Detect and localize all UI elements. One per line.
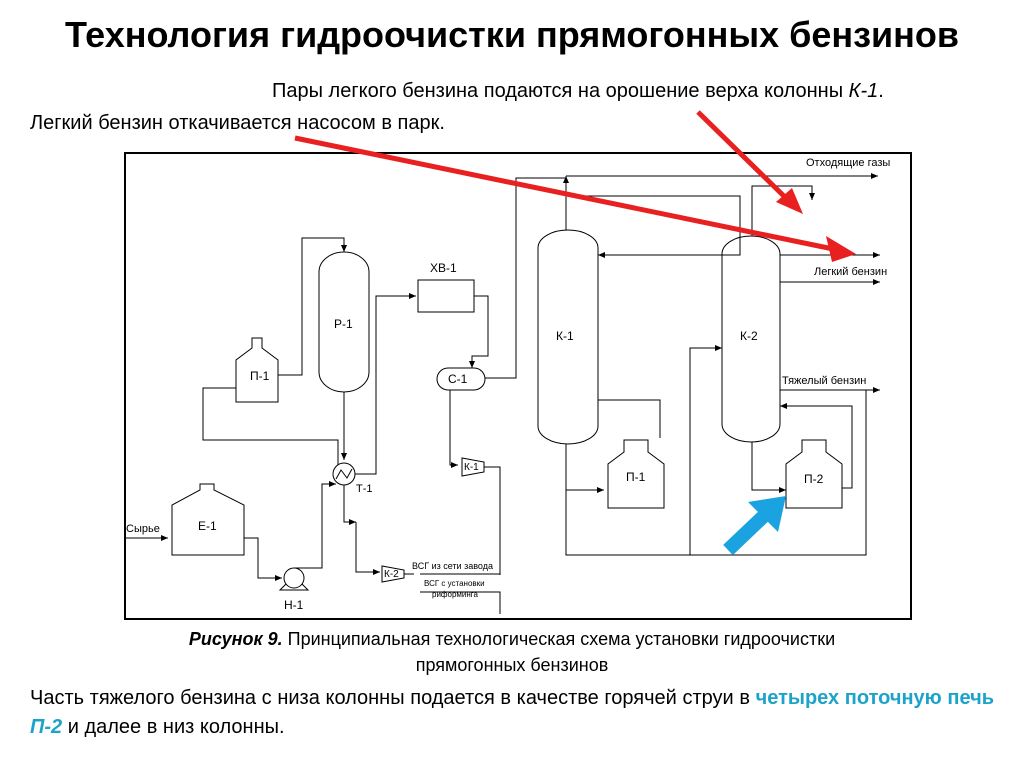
compressor-k1: [461, 457, 485, 477]
label-xv1: ХВ-1: [430, 261, 457, 275]
label-vsg-reform-1: ВСГ с установки: [424, 579, 485, 588]
label-vsg-reform-2: риформинга: [432, 590, 479, 599]
bottom-part2: и далее в низ колонны.: [62, 716, 285, 738]
column-k2: [721, 235, 781, 443]
label-k1-compressor: К-1: [464, 462, 479, 473]
bottom-highlight: четырех поточную печь: [755, 687, 994, 709]
label-light-gasoline: Легкий бензин: [814, 266, 887, 278]
label-p1-right: П-1: [626, 470, 646, 484]
note-top-text: Пары легкого бензина подаются на орошени…: [272, 80, 849, 102]
label-k2-column: К-2: [740, 329, 758, 343]
red-arrow-to-k1: [696, 110, 803, 214]
label-p2: П-2: [804, 472, 824, 486]
page-title: Технология гидроочистки прямогонных бенз…: [64, 14, 960, 55]
label-s1: С-1: [448, 372, 468, 386]
caption-figure-number: Рисунок 9.: [188, 629, 283, 649]
label-n1: Н-1: [284, 598, 304, 612]
air-cooler-xv1: [417, 279, 475, 313]
bottom-highlight-furnace: П-2: [30, 716, 63, 738]
label-t1: Т-1: [356, 483, 373, 495]
red-arrow-to-light-gasoline: [294, 135, 856, 262]
label-e1: Е-1: [198, 519, 217, 533]
note-top-end: .: [878, 80, 884, 102]
label-r1: Р-1: [334, 317, 353, 331]
caption-text: Принципиальная технологическая схема уст…: [282, 629, 836, 649]
furnace-p2: [785, 439, 843, 509]
label-k2-compressor: К-2: [384, 569, 399, 580]
label-heavy-gasoline: Тяжелый бензин: [782, 375, 866, 387]
figure-caption: Рисунок 9. Принципиальная технологическа…: [100, 626, 924, 678]
label-p1-left: П-1: [250, 369, 270, 383]
blue-arrow-to-p2: [723, 496, 786, 556]
label-vsg-plant: ВСГ из сети завода: [412, 561, 493, 571]
separator-c1: [436, 367, 486, 391]
label-feed: Сырье: [126, 523, 160, 535]
bottom-text: Часть тяжелого бензина с низа колонны по…: [30, 684, 994, 742]
label-off-gases: Отходящие газы: [806, 157, 890, 169]
note-top-column: К-1: [848, 80, 879, 102]
column-k1: [537, 229, 599, 445]
compressor-k2: [381, 565, 405, 583]
label-k1-column: К-1: [556, 329, 574, 343]
bottom-part1: Часть тяжелого бензина с низа колонны по…: [30, 687, 756, 709]
furnace-p1-right: [607, 439, 665, 509]
note-second: Легкий бензин откачивается насосом в пар…: [30, 112, 445, 134]
diagram-frame: [124, 152, 912, 620]
caption-line2: прямогонных бензинов: [415, 655, 609, 675]
furnace-p1-left: [235, 337, 279, 403]
pump-h1: [283, 567, 305, 589]
note-top: Пары легкого бензина подаются на орошени…: [272, 80, 884, 103]
